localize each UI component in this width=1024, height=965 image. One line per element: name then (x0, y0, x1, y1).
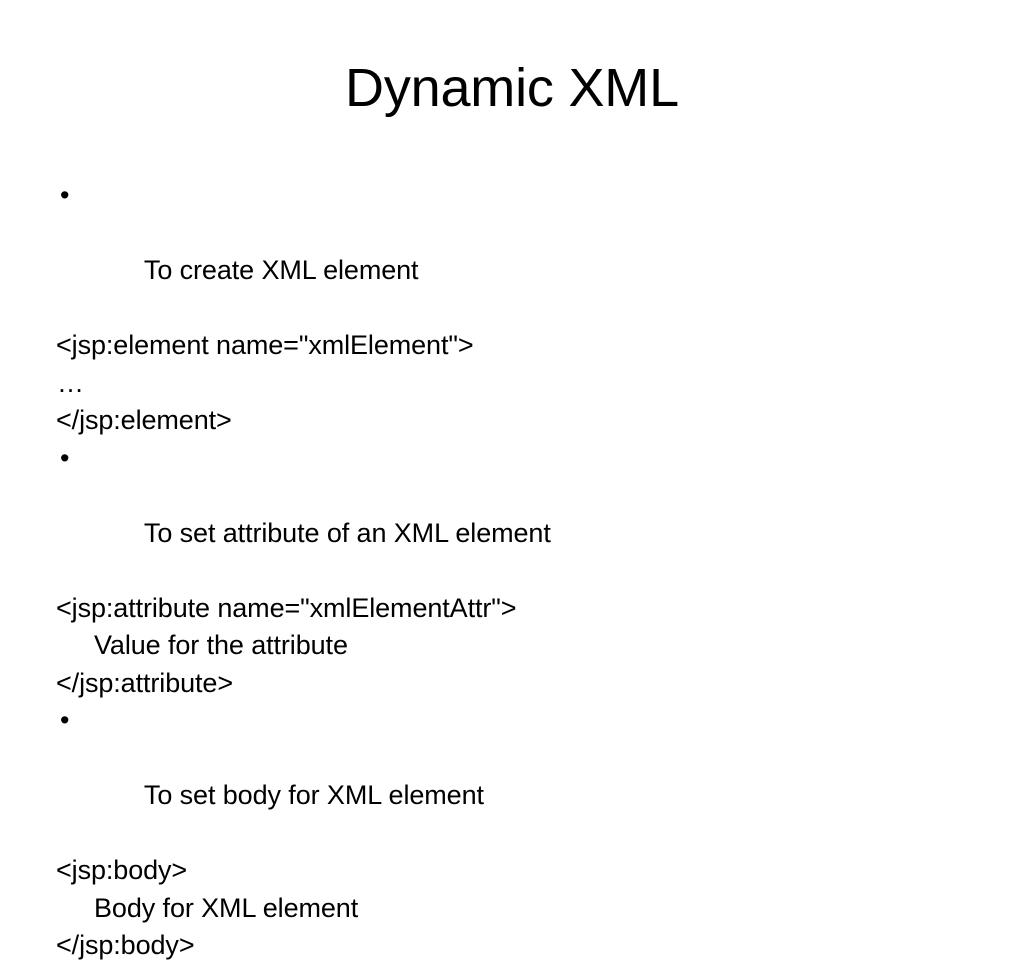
code-line: </jsp:element> (56, 405, 232, 435)
code-line: </jsp:attribute> (56, 667, 234, 698)
code-line-indented: Value for the attribute (94, 630, 348, 660)
bullet-point-icon: • (60, 442, 70, 473)
slide-content-body: • To create XML element <jsp:element nam… (56, 177, 956, 965)
code-line-indented: Body for XML element (94, 892, 359, 923)
page-title: Dynamic XML (345, 58, 679, 118)
bullet-point-icon: • (60, 180, 70, 210)
bullet-item-label: To set body for XML element (143, 780, 484, 810)
bullet-item-label: To set attribute of an XML element (143, 517, 551, 548)
code-line: </jsp:body> (56, 930, 195, 960)
slide: Dynamic XML • To create XML element <jsp… (56, 58, 680, 960)
code-line: <jsp:element name="xmlElement"> (56, 330, 474, 360)
bullet-list-item: • To set body for XML element (56, 702, 956, 852)
code-line: <jsp:body> (56, 855, 188, 885)
bullet-point-icon: • (60, 705, 70, 735)
bullet-list-item: • To create XML element (56, 177, 956, 327)
bullet-item-label: To create XML element (143, 255, 419, 285)
code-line: <jsp:attribute name="xmlElementAttr"> (56, 592, 517, 623)
ellipsis-line: … (57, 367, 84, 398)
bullet-list-item: • To set attribute of an XML element (56, 440, 956, 590)
